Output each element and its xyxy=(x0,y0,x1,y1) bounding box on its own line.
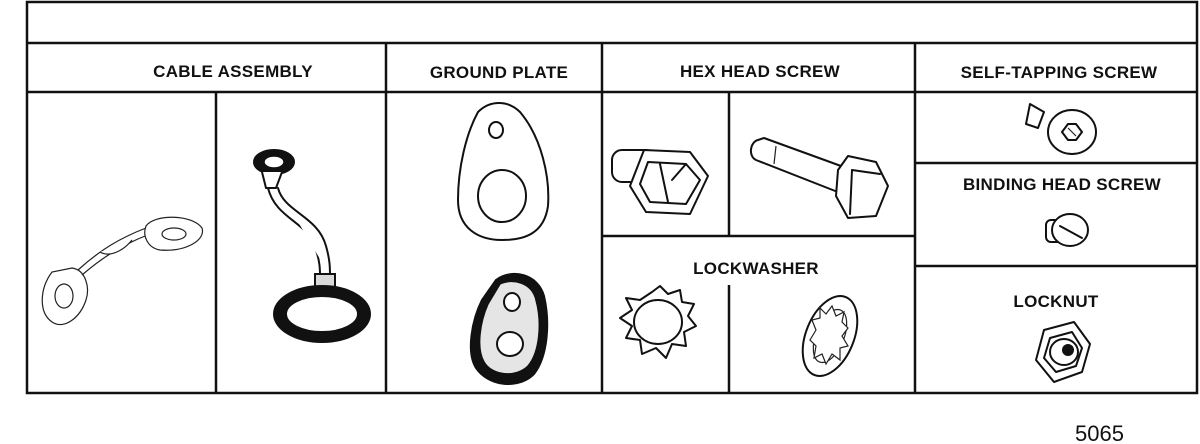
self-tapping-screw-illustration xyxy=(1025,103,1097,155)
header-hex-head-screw: HEX HEAD SCREW xyxy=(680,62,841,81)
header-self-tapping-screw: SELF-TAPPING SCREW xyxy=(961,63,1158,82)
locknut-illustration xyxy=(1035,321,1091,383)
cable-assembly-large-illustration xyxy=(253,149,371,343)
header-lockwasher: LOCKWASHER xyxy=(693,259,819,278)
header-cable-assembly: CABLE ASSEMBLY xyxy=(153,62,313,81)
ground-plate-bottom-illustration xyxy=(469,272,549,386)
lockwasher-external-illustration xyxy=(619,285,697,359)
cable-assembly-small-illustration xyxy=(41,216,204,326)
hex-screw-long-illustration xyxy=(750,137,889,219)
ground-plate-top-illustration xyxy=(457,102,550,241)
figure-number: 5065 xyxy=(1075,421,1124,444)
lockwasher-internal-illustration xyxy=(801,295,859,377)
hex-screw-short-illustration xyxy=(611,149,709,215)
table-grid xyxy=(25,0,1199,395)
header-binding-head-screw: BINDING HEAD SCREW xyxy=(963,175,1162,194)
header-locknut: LOCKNUT xyxy=(1013,292,1099,311)
binding-head-screw-illustration xyxy=(1045,213,1089,247)
table-border xyxy=(25,0,1199,395)
header-ground-plate: GROUND PLATE xyxy=(430,63,568,82)
